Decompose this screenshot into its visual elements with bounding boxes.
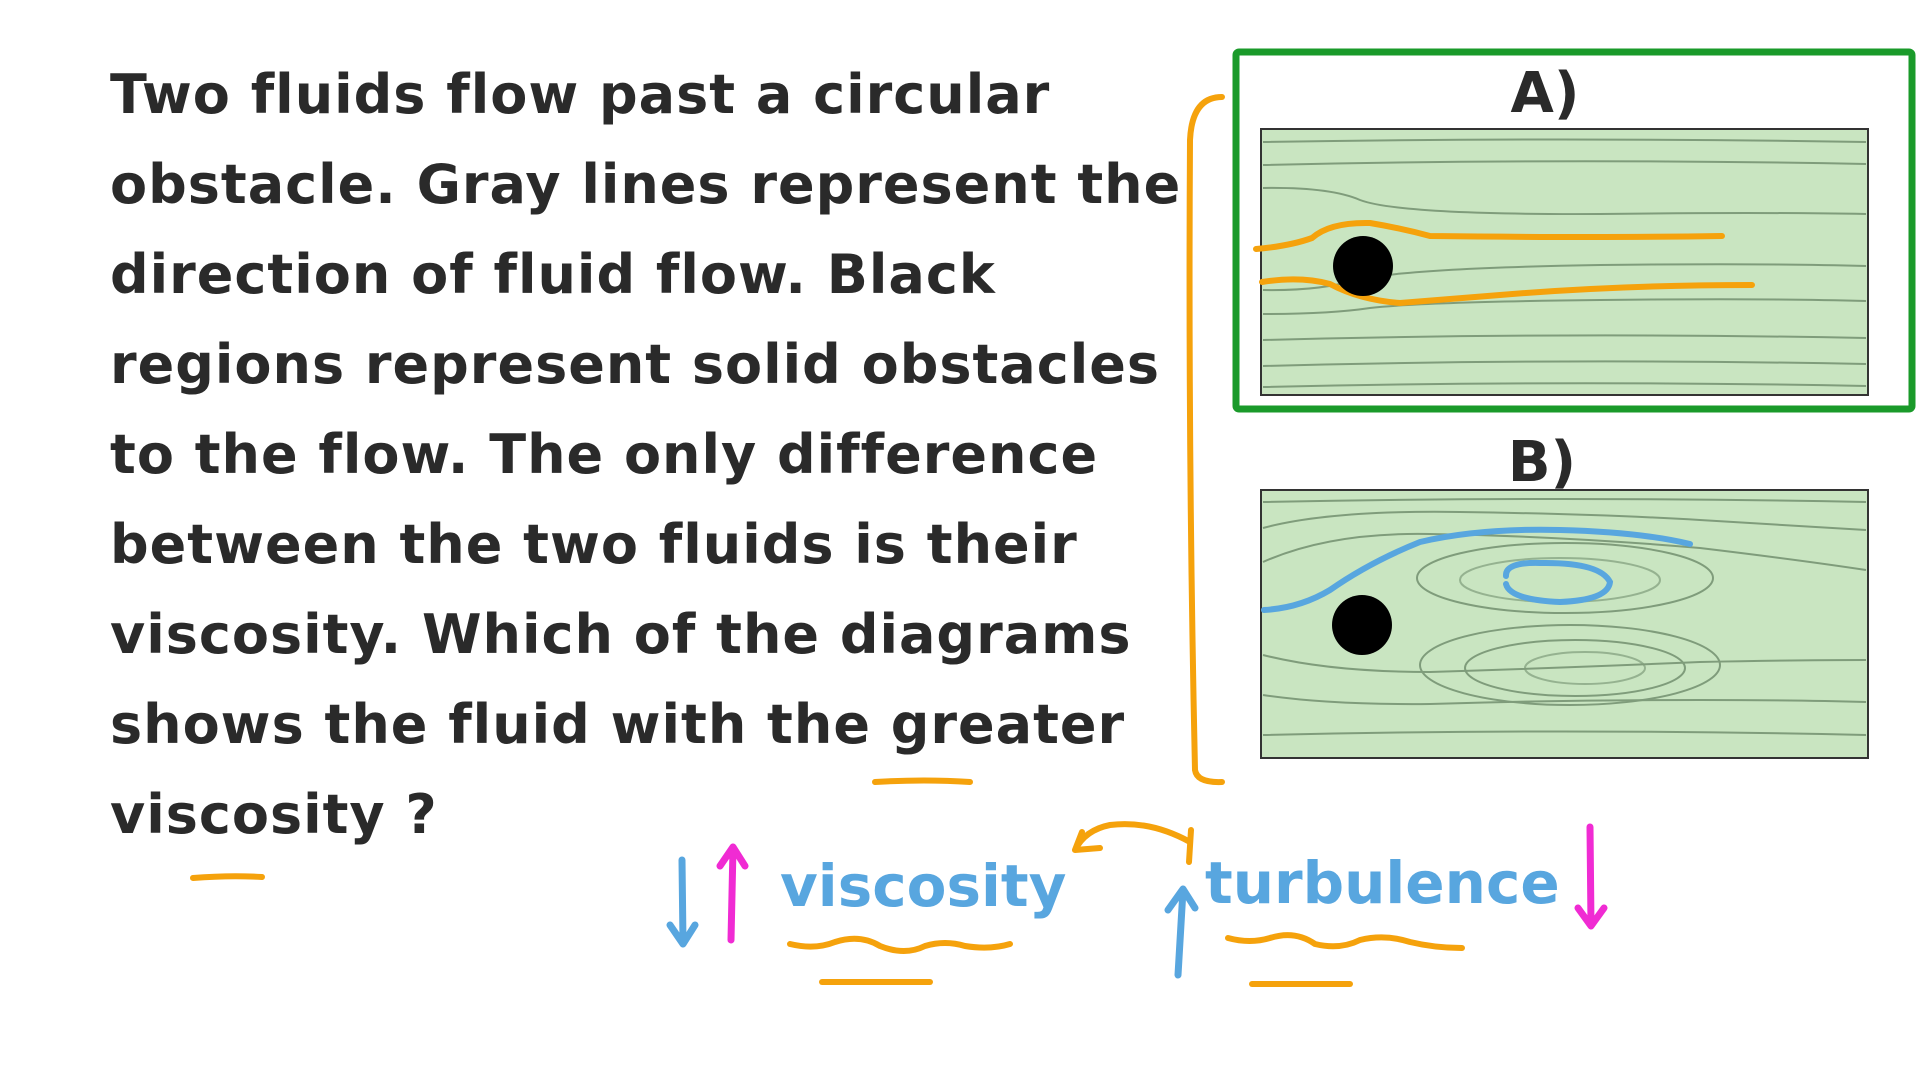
question-text: Two fluids flow past a circular obstacle… (110, 50, 1182, 860)
question-line: to the flow. The only difference (110, 423, 1099, 486)
greater-underline (872, 777, 973, 785)
curved-arrow-icon (1072, 821, 1193, 853)
question-line: viscosity ? (110, 783, 438, 846)
up-arrow-icon (716, 843, 749, 944)
turbulence-squiggle (1225, 932, 1465, 951)
diagram-a-flowlines (1262, 138, 1867, 388)
viscosity-squiggle (787, 935, 1013, 954)
orange-tick (1186, 827, 1194, 865)
question-line: Two fluids flow past a circular (110, 63, 1051, 126)
turbulence-down-arrow-icon (1574, 823, 1608, 930)
diagram-a-obstacle (1333, 236, 1393, 296)
turbulence-label: turbulence (1205, 849, 1560, 917)
diagram-b[interactable]: B) (1260, 430, 1869, 759)
diagram-b-label: B) (1508, 430, 1576, 495)
diagram-a-selection-box (1232, 48, 1916, 413)
diagram-b-streamline (1261, 526, 1693, 613)
question-line: between the two fluids is their (110, 513, 1078, 576)
diagram-b-eddy (1503, 559, 1614, 606)
question-line: shows the fluid with the greater (110, 693, 1126, 756)
bracket (1186, 94, 1225, 786)
down-arrow-icon (666, 856, 699, 948)
diagram-b-obstacle (1332, 595, 1392, 655)
viscosity-label: viscosity (780, 852, 1066, 920)
diagram-b-flowlines (1262, 498, 1867, 736)
diagram-a-streamline-bottom (1259, 276, 1755, 307)
viscosity-arrows (666, 843, 749, 948)
question-line: obstacle. Gray lines represent the (110, 153, 1182, 216)
question-line: direction of fluid flow. Black (110, 243, 996, 306)
viscosity-underline (190, 873, 265, 881)
turbulence-up-arrow-icon (1164, 885, 1199, 979)
diagram-a-streamline-top (1253, 219, 1725, 252)
question-line: regions represent solid obstacles (110, 333, 1161, 396)
question-line: viscosity. Which of the diagrams (110, 603, 1132, 666)
diagram-a[interactable]: A) (1232, 48, 1916, 413)
diagram-a-label: A) (1511, 61, 1580, 126)
